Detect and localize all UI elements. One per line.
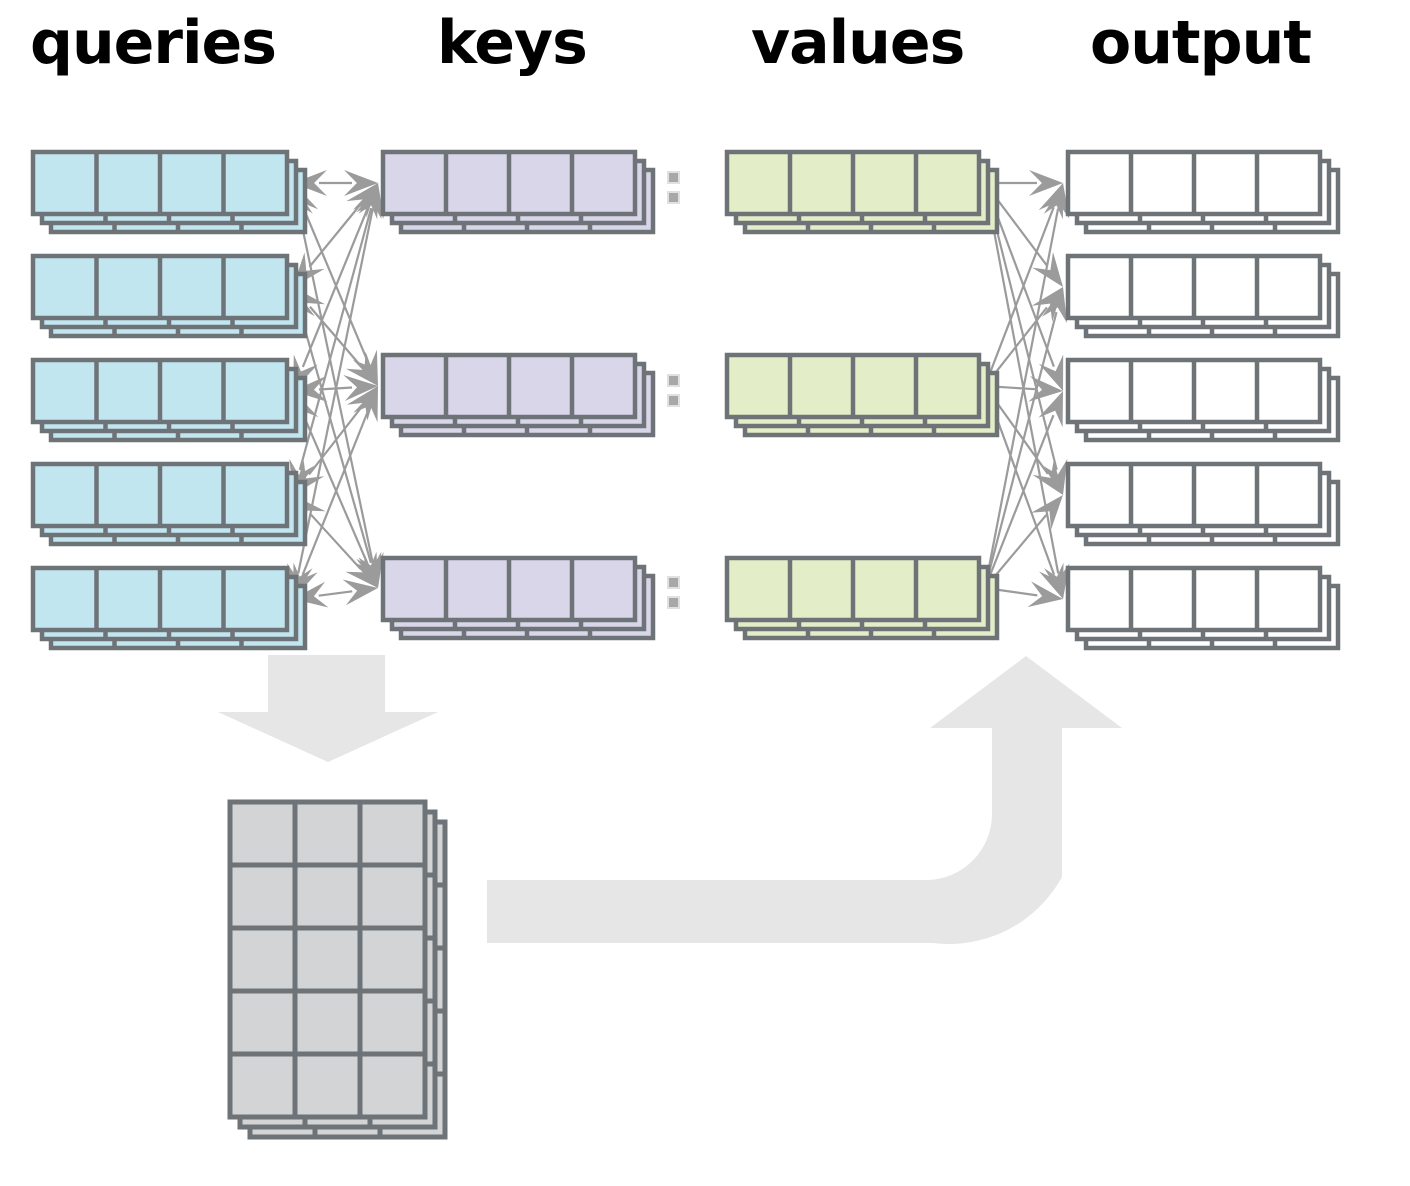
tensor-stack-output-2[interactable] [1065,357,1341,443]
connection-v1-o0 [983,183,1063,387]
tensor-stack-output-0[interactable] [1065,149,1341,235]
connection-v1-o0-line [983,206,1055,387]
connection-q2-k0-line [301,206,370,368]
tensor-column-output [1065,149,1341,651]
tensor-stack-queries-1[interactable] [30,253,308,339]
tensor-stack-values-1[interactable] [724,352,1000,438]
column-title-keys: keys [437,8,588,78]
connection-v0-o2-head [1038,354,1064,391]
connection-q0-k0-head [344,170,378,196]
tensor-slab-output-4-0 [1065,565,1323,633]
connection-v2-o3-head [1031,495,1063,530]
connection-v1-o3-head [1032,459,1063,495]
tensor-column-keys [380,149,656,641]
tensor-slab-queries-2-0 [30,357,290,425]
connection-v1-o4-head [1039,562,1064,599]
connection-v2-o0-head [1043,183,1070,219]
tensor-stack-output-4[interactable] [1065,565,1341,651]
connection-v2-o2 [983,391,1063,589]
tensor-stack-keys-2[interactable] [380,555,656,641]
tensor-slab-values-1-0 [724,352,982,420]
connection-q4-k2 [293,579,378,608]
ellipsis-group [667,171,680,609]
tensor-stack-queries-4[interactable] [30,565,308,651]
tensor-slab-queries-3-0 [30,461,290,529]
tensor-stack-keys-0[interactable] [380,149,656,235]
connection-q1-k1-head [346,351,378,386]
connection-q0-k0 [293,170,378,196]
connection-q4-k2-head [342,579,378,606]
connection-v2-o0 [983,183,1070,589]
tensor-slab-values-2-0 [724,555,982,623]
connection-v2-o1-line [983,311,1058,589]
tensor-stack-values-2[interactable] [724,555,1000,641]
up-curved-flow-arrow [487,656,1122,944]
vertical-ellipsis-dot [667,374,680,387]
attention-matrix-body [227,799,428,1120]
connection-q3-k1-line [308,405,363,476]
tensor-slab-queries-1-0 [30,253,290,321]
tensor-stack-output-1[interactable] [1065,253,1341,339]
connection-v1-o1-head [1031,287,1063,322]
connection-v2-o2-line [983,414,1055,589]
tensor-stack-queries-2[interactable] [30,357,308,443]
connection-v0-o0-head [1029,170,1063,196]
tensor-stack-queries-3[interactable] [30,461,308,547]
connection-v2-o0-line [983,208,1060,589]
connection-v2-o2-head [1038,391,1063,428]
tensor-stack-values-0[interactable] [724,149,1000,235]
connection-v0-o1-head [1032,252,1063,287]
tensor-slab-output-2-0 [1065,357,1323,425]
connection-q4-k1-head [353,386,378,423]
connection-q3-k0-line [298,207,373,471]
down-flow-arrow [218,655,438,762]
vertical-ellipsis-dot [667,394,680,407]
connection-q4-k2-line [318,590,353,597]
connection-q0-k2-line [297,208,374,563]
connection-q1-k2-line [299,311,372,564]
connection-q4-k1-line [301,409,370,576]
connection-v2-o1 [983,287,1068,589]
tensor-column-values [724,149,1000,641]
connection-v1-o0-head [1038,183,1063,220]
vertical-ellipsis-dot [667,171,680,184]
connection-v2-o1-head [1041,287,1068,324]
connection-v2-o4-head [1027,581,1063,608]
tensor-stack-output-3[interactable] [1065,461,1341,547]
tensor-slab-output-0-0 [1065,149,1323,217]
tensor-slab-values-0-0 [724,149,982,217]
connection-q2-k2-line [302,414,369,565]
connection-q0-k0-head-back [293,170,327,196]
tensor-slab-queries-0-0 [30,149,290,217]
attention-matrix[interactable] [227,799,448,1140]
tensor-stack-queries-0[interactable] [30,149,308,235]
tensor-slab-keys-0-0 [380,149,638,217]
connection-q3-k2-line [309,513,362,570]
column-title-output: output [1090,8,1312,78]
connection-q2-k1-head [343,375,378,401]
vertical-ellipsis-dot [667,596,680,609]
column-title-queries: queries [30,8,277,78]
tensor-column-queries [30,149,308,651]
connection-q4-k0-head [358,183,384,219]
tensor-slab-output-1-0 [1065,253,1323,321]
tensor-slab-keys-1-0 [380,352,638,420]
tensor-slab-keys-2-0 [380,555,638,623]
tensor-slab-queries-4-0 [30,565,290,633]
vertical-ellipsis-dot [667,191,680,204]
connection-q3-k2-head [345,554,378,588]
attention-matrix-layer-0 [227,799,428,1120]
tensor-stack-keys-1[interactable] [380,352,656,438]
column-title-values: values [751,8,965,78]
connection-q4-k0-line [297,208,374,574]
tensor-slab-output-3-0 [1065,461,1323,529]
connection-q1-k0-line [308,202,363,268]
vertical-ellipsis-dot [667,576,680,589]
connection-v1-o2-head [1028,375,1063,402]
